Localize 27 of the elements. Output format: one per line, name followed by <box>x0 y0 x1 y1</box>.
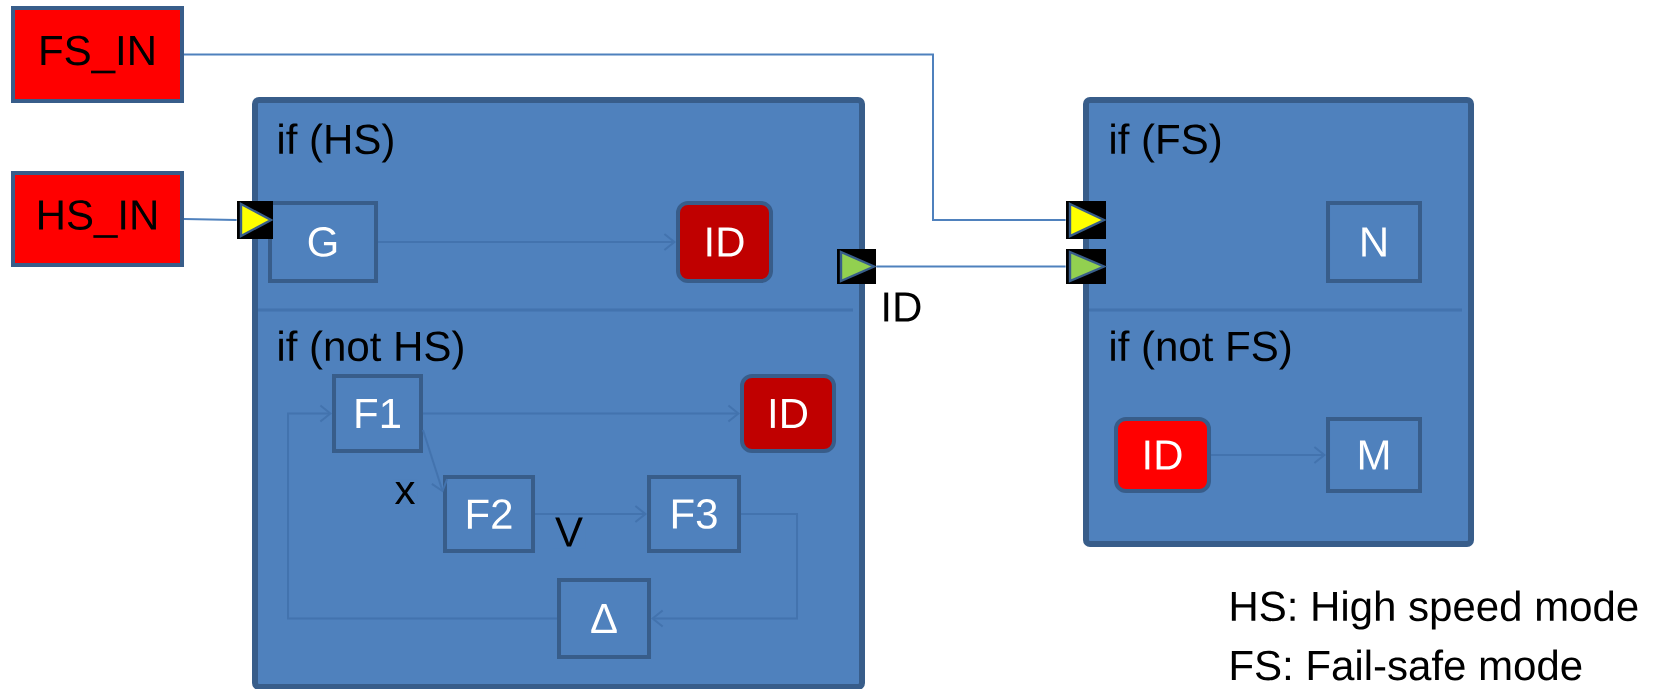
port-symbol <box>237 201 274 239</box>
edge-label: V <box>553 515 585 549</box>
port-symbol <box>837 249 877 284</box>
arrow <box>1210 446 1326 464</box>
function-block: M <box>1326 417 1422 493</box>
id-block: ID <box>1114 417 1211 493</box>
function-block: Δ <box>557 578 651 659</box>
arrow <box>651 513 798 628</box>
arrow <box>422 429 449 493</box>
function-block: G <box>268 201 378 283</box>
input-box: FS_IN <box>11 6 184 103</box>
arrow <box>287 404 558 620</box>
function-block: F3 <box>647 475 741 553</box>
arrow <box>377 233 676 251</box>
legend-text: HS: High speed mode <box>1231 590 1638 630</box>
arrow <box>534 505 647 523</box>
arrow <box>422 404 740 423</box>
function-block: F2 <box>443 475 535 553</box>
port-symbol <box>1066 201 1107 239</box>
legend-text: FS: Fail-safe mode <box>1231 649 1582 681</box>
id-block: ID <box>676 201 773 283</box>
id-block: ID <box>740 374 836 453</box>
port-label: ID <box>884 292 921 322</box>
function-block: N <box>1326 201 1422 283</box>
input-box: HS_IN <box>11 171 184 267</box>
port-symbol <box>1066 249 1108 284</box>
function-block: F1 <box>332 374 423 453</box>
